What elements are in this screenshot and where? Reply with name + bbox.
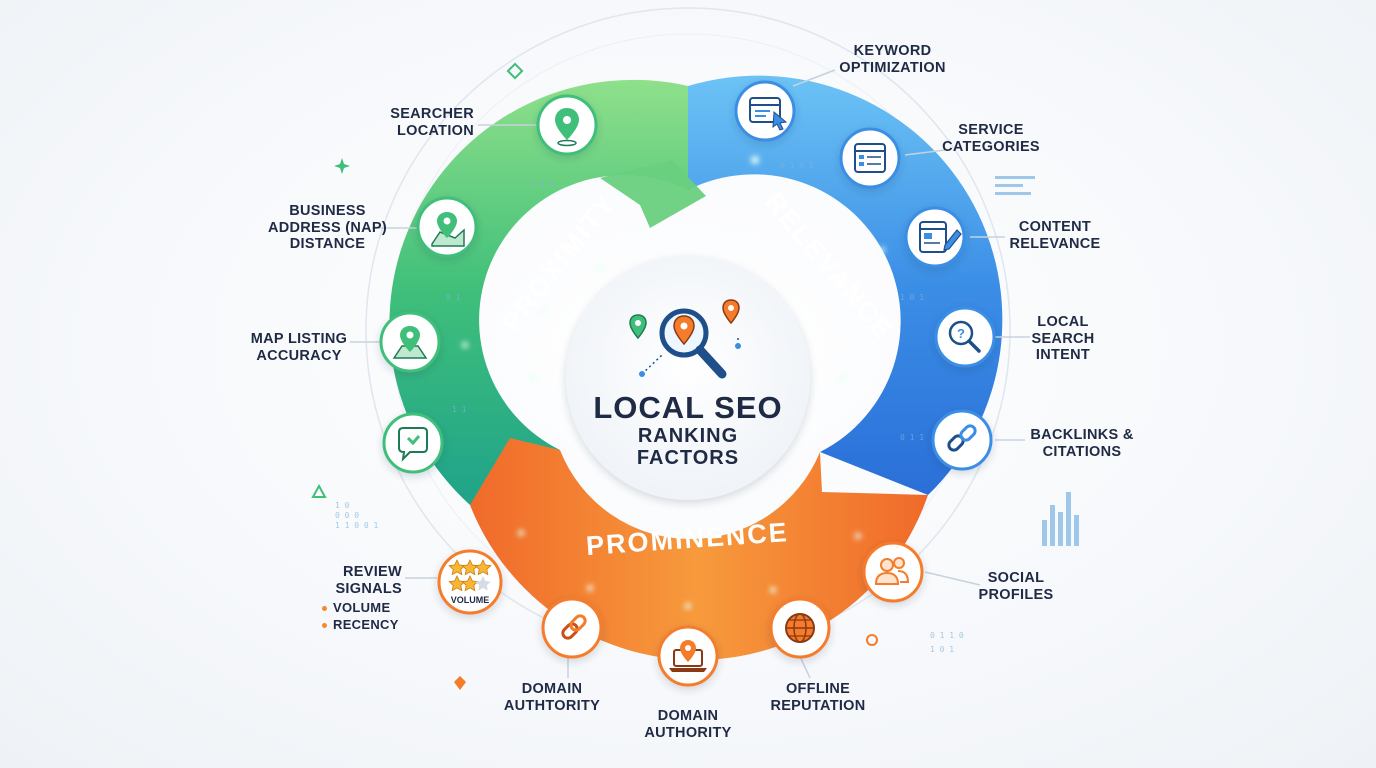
center-title: LOCAL SEO [593,390,782,425]
label-domain-authority-bottom: DOMAIN AUTHORITY [644,708,732,741]
browser-cursor-icon [749,97,788,131]
proximity-arrow [600,160,706,228]
diamond-decor [506,62,524,80]
center-subtitle-2: FACTORS [637,447,739,469]
magnifier-pins-icon [629,299,741,379]
link-icon [947,424,977,452]
svg-text:0 0 0: 0 0 0 [335,511,359,520]
svg-text:1 1 0 0 1: 1 1 0 0 1 [335,521,379,530]
label-review-signals: REVIEW SIGNALS [335,564,402,597]
svg-text:0 1: 0 1 [446,293,461,302]
proximity-segment [389,79,688,505]
users-icon [874,557,910,585]
svg-text:1 0 1: 1 0 1 [930,645,954,654]
glow-particles [462,156,885,609]
connectors [350,69,1030,679]
svg-text:0 1 1 0: 0 1 1 0 [930,631,964,640]
orange-diamond-decor [454,676,466,690]
triangle-decor [311,483,327,498]
globe-icon [785,613,815,643]
review-bullets: VOLUME RECENCY [322,600,412,633]
label-offline-reputation: OFFLINE REPUTATION [770,681,866,714]
map-icon [392,326,428,359]
chat-bubble-icon [398,427,428,462]
edit-document-icon [919,221,962,253]
label-content-relevance: CONTENT RELEVANCE [1009,219,1101,252]
bullet-recency: RECENCY [322,617,412,634]
bar-chart-decor [1042,492,1079,546]
label-searcher-location: SEARCHER LOCATION [390,106,474,139]
label-business-address: BUSINESS ADDRESS (NAP) DISTANCE [267,203,388,252]
label-keyword-optimization: KEYWORD OPTIMIZATION [839,43,946,76]
svg-text:1 0 0: 1 0 0 [530,179,554,188]
center-circle [566,256,810,500]
lines-decor [995,176,1035,195]
list-window-icon [854,143,886,173]
question-search-icon: ? [948,320,981,353]
location-pin-icon [555,108,579,147]
svg-text:1 1: 1 1 [452,405,467,414]
label-service-categories: SERVICE CATEGORIES [942,122,1040,155]
binary-decor: 1 0 00 11 1 0 1 0 11 0 10 1 1 1 00 0 01 … [335,161,964,654]
chain-link-icon [561,614,587,640]
laptop-pin-icon [669,640,707,672]
svg-text:0 1 1: 0 1 1 [900,433,924,442]
sparkle-decor [334,158,350,174]
label-map-listing: MAP LISTING ACCURACY [250,331,348,364]
label-backlinks-citations: BACKLINKS & CITATIONS [1030,427,1134,460]
svg-text:0 1 0 1: 0 1 0 1 [780,161,814,170]
circle-decor [866,634,878,646]
label-domain-authority-left: DOMAIN AUTHTORITY [503,681,601,714]
center-subtitle-1: RANKING [638,425,738,447]
label-social-profiles: SOCIAL PROFILES [978,570,1054,603]
label-local-search-intent: LOCAL SEARCH INTENT [1031,314,1095,363]
svg-text:?: ? [957,326,965,341]
svg-text:1 0: 1 0 [335,501,350,510]
stars-icon [448,559,492,592]
relevance-segment [688,75,1003,495]
svg-text:1 0 1: 1 0 1 [900,293,924,302]
bullet-volume: VOLUME [322,600,412,617]
map-pin-icon [431,212,465,247]
review-icon-caption: VOLUME [451,595,490,605]
